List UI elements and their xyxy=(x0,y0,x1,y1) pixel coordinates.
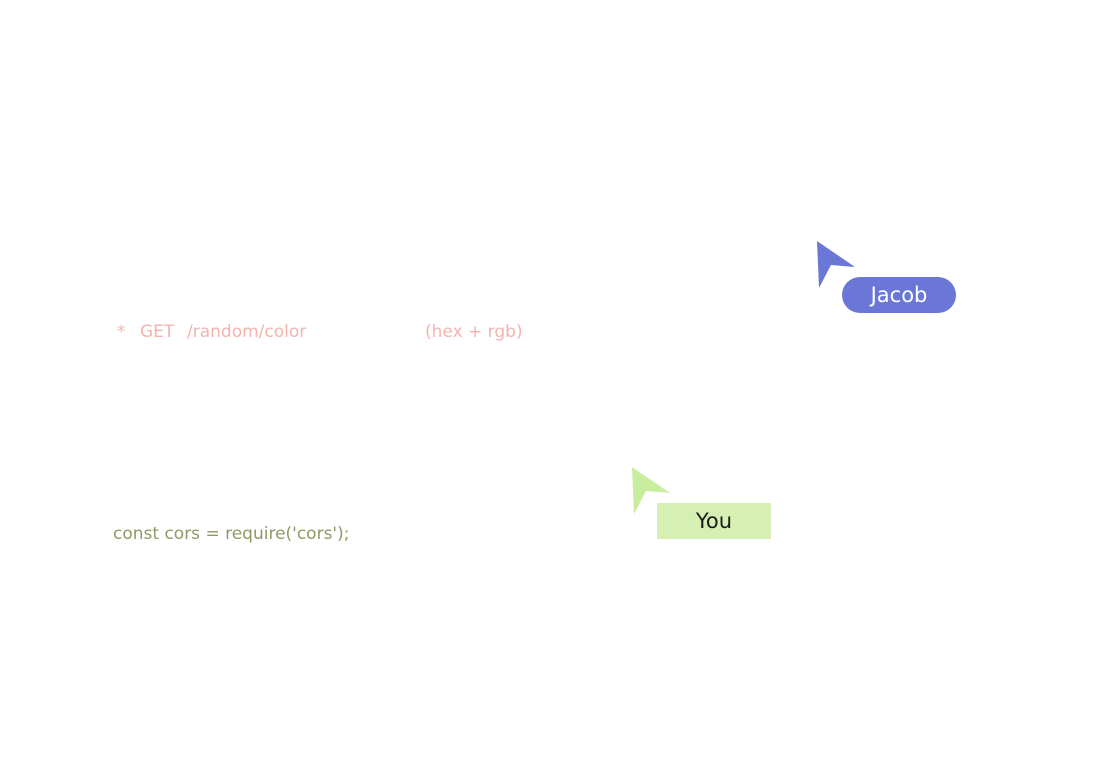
comment-note: (hex + rgb) xyxy=(425,322,523,342)
jacob-cursor-icon xyxy=(815,240,857,290)
comment-path: /random/color xyxy=(187,322,307,342)
comment-method: GET xyxy=(140,322,175,342)
comment-line: * GET /random/color (hex + rgb) xyxy=(117,321,523,453)
jacob-cursor-label: Jacob xyxy=(842,277,956,313)
you-cursor-label: You xyxy=(657,503,771,539)
comment-star: * xyxy=(117,322,126,342)
you-cursor-icon xyxy=(630,466,672,516)
code-line: const cors = require('cors'); xyxy=(113,524,350,544)
